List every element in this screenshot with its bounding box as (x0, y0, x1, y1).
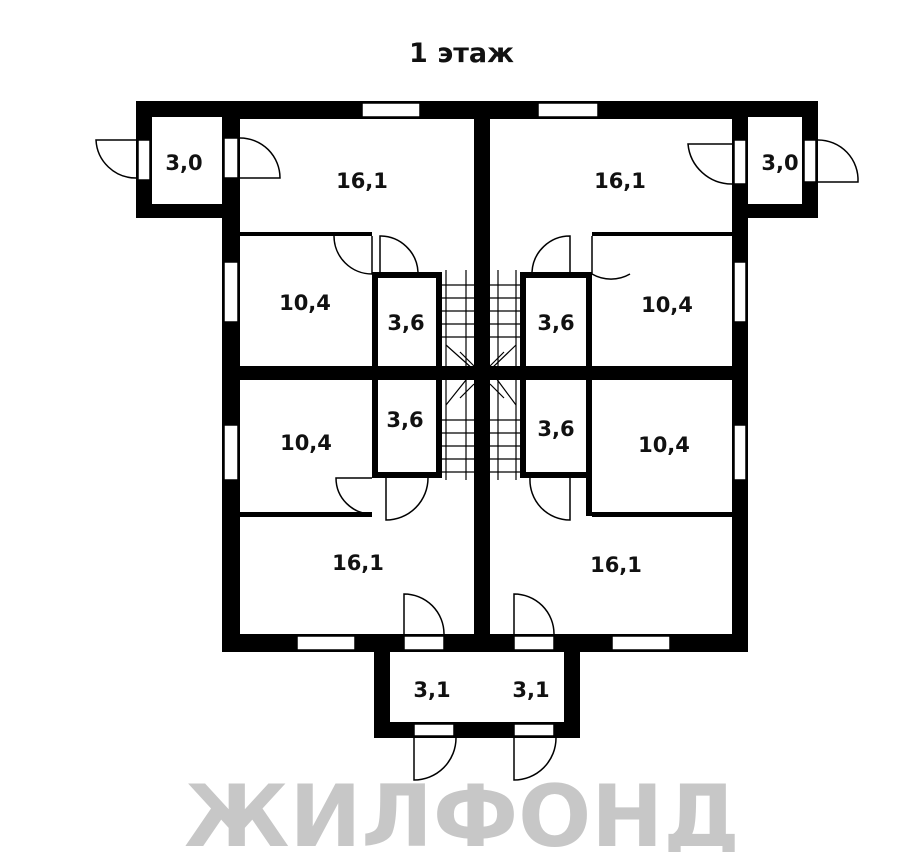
windows (223, 102, 747, 651)
watermark: ЖИЛФОНД (184, 767, 740, 852)
room-area: 10,4 (638, 433, 690, 457)
room-labels: 3,0 3,0 16,1 16,1 10,4 10,4 3,6 3,6 3,6 … (165, 151, 798, 702)
room-area: 16,1 (332, 551, 384, 575)
room-area: 10,4 (280, 431, 332, 455)
room-area: 3,6 (386, 408, 423, 432)
room-area: 10,4 (641, 293, 693, 317)
doors (95, 137, 859, 781)
room-area: 3,1 (512, 678, 549, 702)
stairs (442, 270, 520, 480)
walls (136, 101, 818, 738)
room-area: 3,0 (165, 151, 202, 175)
room-area: 16,1 (590, 553, 642, 577)
room-area: 3,6 (537, 311, 574, 335)
room-area: 3,6 (387, 311, 424, 335)
room-area: 3,6 (537, 417, 574, 441)
room-area: 3,0 (761, 151, 798, 175)
room-area: 16,1 (594, 169, 646, 193)
room-area: 16,1 (336, 169, 388, 193)
floor-title: 1 этаж (409, 38, 514, 69)
room-area: 3,1 (413, 678, 450, 702)
room-area: 10,4 (279, 291, 331, 315)
